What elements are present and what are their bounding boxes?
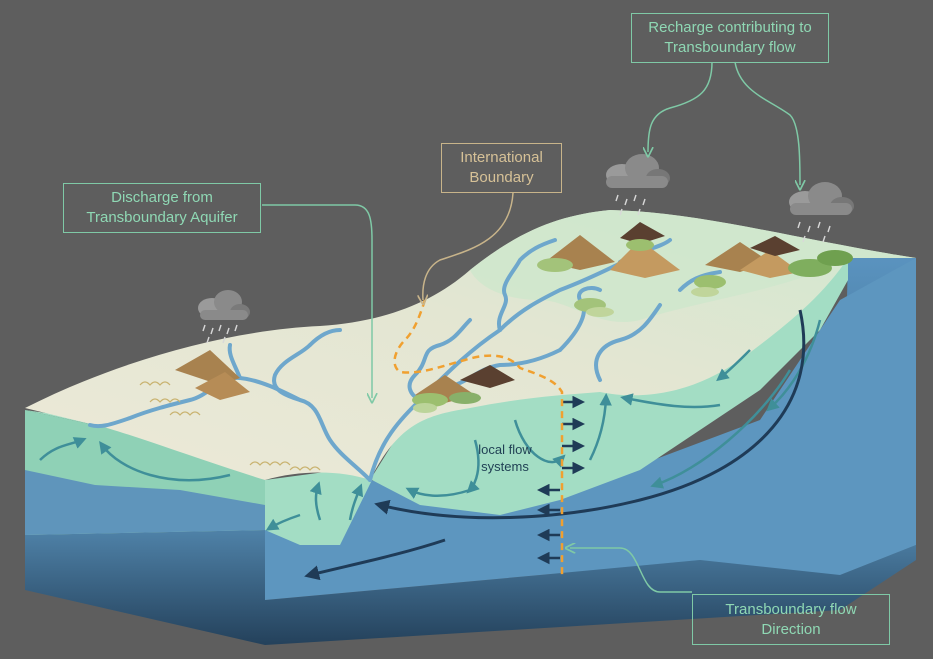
rain-cloud-left [198, 290, 250, 344]
boundary-callout-line2: Boundary [469, 169, 534, 186]
rain-cloud-right [789, 182, 854, 243]
international-boundary-line [393, 299, 564, 575]
local-flow-label-line2: systems [481, 459, 529, 474]
local-flow-systems-label: local flow systems [470, 441, 540, 475]
callout-leaders [262, 61, 800, 593]
direction-callout-line2: Direction [761, 620, 821, 638]
transboundary-arrows [537, 395, 585, 565]
local-flow-label-line1: local flow [478, 442, 532, 457]
direction-callout-line1: Transboundary flow [725, 600, 857, 618]
hills [175, 222, 853, 413]
boundary-callout-line1: International [460, 149, 543, 166]
left-front-deep [25, 470, 265, 535]
grass-tufts [139, 381, 321, 471]
recharge-callout-line1: Recharge contributing to [648, 19, 812, 36]
bedrock-layer [25, 530, 916, 645]
discharge-callout-line1: Discharge from [111, 189, 213, 206]
recharge-callout: Recharge contributing to Transboundary f… [631, 13, 829, 63]
rain-cloud-middle [606, 154, 670, 216]
boundary-callout: International Boundary [441, 143, 562, 193]
direction-callout: Transboundary flow Direction [692, 594, 890, 645]
discharge-callout: Discharge from Transboundary Aquifer [63, 183, 261, 233]
local-flow-arrows [39, 319, 822, 531]
regional-flow-arrows [304, 309, 806, 581]
discharge-callout-line2: Transboundary Aquifer [86, 209, 238, 226]
recharge-callout-line2: Transboundary flow [664, 39, 796, 56]
